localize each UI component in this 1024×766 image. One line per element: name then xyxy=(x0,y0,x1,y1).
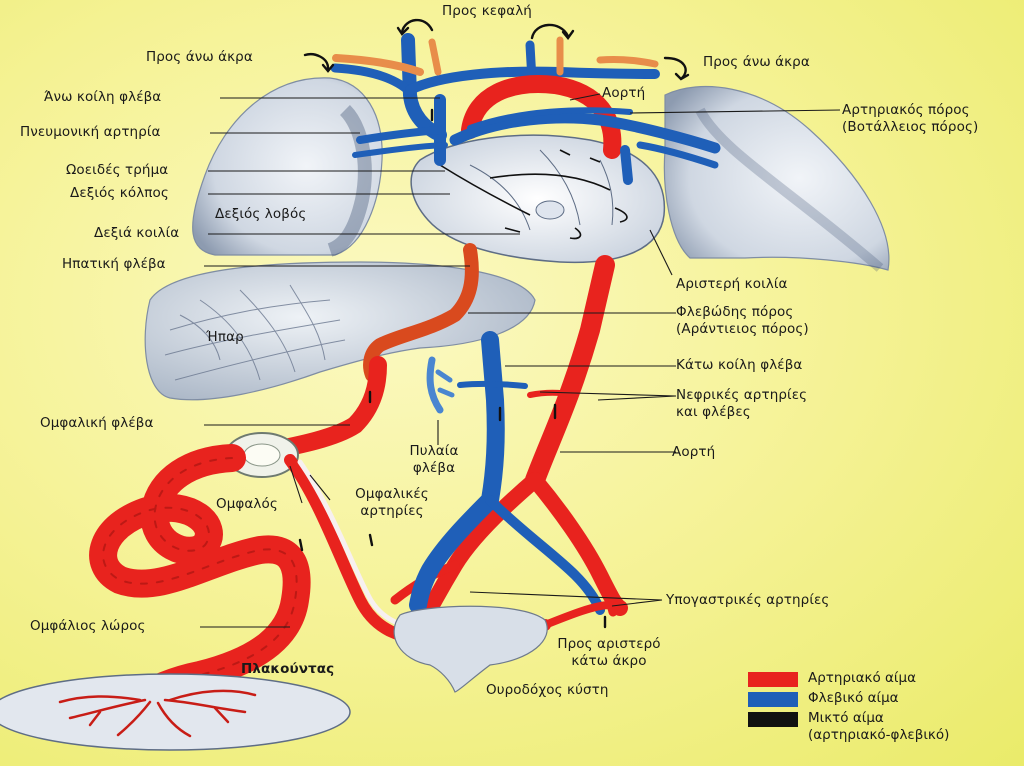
label-to-left-lower-limb: Προς αριστερό κάτω άκρο xyxy=(557,636,661,669)
legend: Αρτηριακό αίμα Φλεβικό αίμα Μικτό αίμα (… xyxy=(748,670,1018,746)
portal-vein xyxy=(426,356,455,414)
label-to-upper-limbs-left: Προς άνω άκρα xyxy=(146,49,253,65)
legend-label-venous: Φλεβικό αίμα xyxy=(808,690,899,706)
flow-arrows xyxy=(298,18,690,629)
liver-shape xyxy=(144,261,536,401)
label-foramen-ovale: Ωοειδές τρήμα xyxy=(66,162,169,178)
ductus-venosus xyxy=(363,243,479,382)
legend-item-venous: Φλεβικό αίμα xyxy=(748,690,1018,710)
placenta-shape xyxy=(0,673,351,751)
heart-mixed-flow-arrows xyxy=(439,149,628,240)
label-right-ventricle: Δεξιά κοιλία xyxy=(94,225,180,241)
label-placenta: Πλακούντας xyxy=(241,661,335,677)
legend-swatch-arterial xyxy=(748,672,798,687)
bladder-shape xyxy=(393,605,548,693)
label-renal-vessels: Νεφρικές αρτηρίες και φλέβες xyxy=(676,387,808,420)
legend-label-arterial: Αρτηριακό αίμα xyxy=(808,670,916,686)
label-hypogastric-arteries: Υπογαστρικές αρτηρίες xyxy=(666,592,830,608)
legend-swatch-mixed xyxy=(748,712,798,727)
placenta-vessels xyxy=(58,689,257,738)
label-pulmonary-artery: Πνευμονική αρτηρία xyxy=(20,124,161,140)
label-portal-vein: Πυλαία φλέβα xyxy=(409,443,459,476)
label-umbilicus: Ομφαλός xyxy=(216,496,278,512)
upper-veins xyxy=(330,33,660,166)
label-superior-vena-cava: Άνω κοίλη φλέβα xyxy=(44,89,162,105)
legend-label-mixed: Μικτό αίμα xyxy=(808,710,884,726)
label-to-upper-limbs-right: Προς άνω άκρα xyxy=(703,54,810,70)
left-lung xyxy=(663,85,890,271)
label-aorta-top: Αορτή xyxy=(602,85,646,101)
right-lung xyxy=(192,77,383,256)
left-lung-shadow xyxy=(695,107,884,272)
label-right-lobe: Δεξιός λοβός xyxy=(215,206,307,222)
label-umbilical-arteries: Ομφαλικές αρτηρίες xyxy=(355,486,429,519)
legend-item-arterial: Αρτηριακό αίμα xyxy=(748,670,1018,690)
label-ductus-venosus: Φλεβώδης πόρος (Αράντιειος πόρος) xyxy=(676,304,809,337)
head-vessels xyxy=(332,36,659,76)
leader-lines xyxy=(200,93,841,628)
label-umbilical-cord: Ομφάλιος λώρος xyxy=(30,618,146,634)
label-inferior-vena-cava: Κάτω κοίλη φλέβα xyxy=(676,357,803,373)
legend-sublabel-mixed: (αρτηριακό-φλεβικό) xyxy=(808,727,950,743)
descending-aorta xyxy=(390,255,628,617)
heart-internal-lines xyxy=(469,149,614,231)
label-hepatic-vein: Ηπατική φλέβα xyxy=(62,256,166,272)
right-lung-shadow xyxy=(327,105,372,257)
label-left-ventricle: Αριστερή κοιλία xyxy=(676,276,788,292)
label-ductus-arteriosus: Αρτηριακός πόρος (Βοτάλλειος πόρος) xyxy=(842,102,979,135)
label-aorta-bottom: Αορτή xyxy=(672,444,716,460)
pulmonary-arteries xyxy=(449,107,721,185)
liver-vessels xyxy=(164,284,346,381)
label-umbilical-vein: Ομφαλική φλέβα xyxy=(40,415,154,431)
label-right-atrium: Δεξιός κόλπος xyxy=(70,185,169,201)
label-to-head: Προς κεφαλή xyxy=(442,3,532,19)
umbilical-cord xyxy=(89,444,311,714)
legend-swatch-venous xyxy=(748,692,798,707)
label-liver: Ήπαρ xyxy=(206,329,244,345)
legend-item-mixed: Μικτό αίμα (αρτηριακό-φλεβικό) xyxy=(748,710,1018,746)
label-bladder: Ουροδόχος κύστη xyxy=(486,682,609,698)
